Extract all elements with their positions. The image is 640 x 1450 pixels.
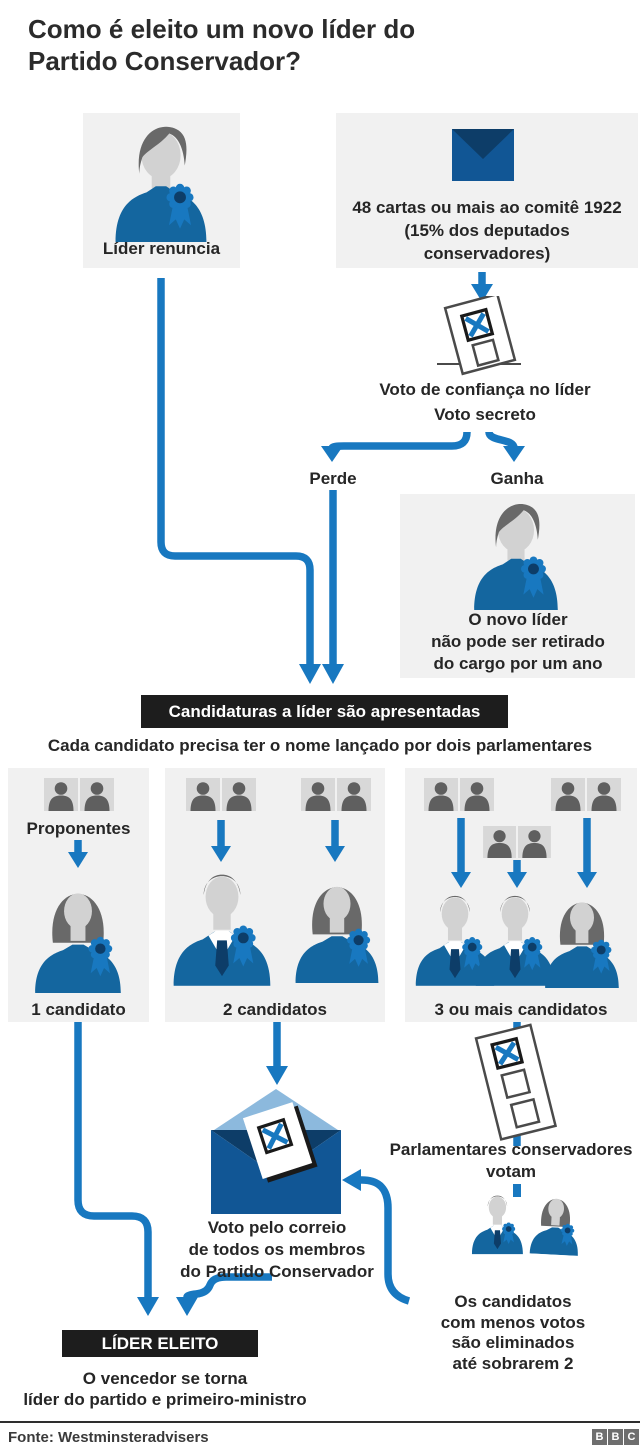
- page-title: Como é eleito um novo líder do Partido C…: [28, 14, 416, 76]
- arrowhead-win: [503, 446, 525, 462]
- arrowhead-two-to-postal: [266, 1066, 288, 1085]
- one-candidate-label: 1 candidato: [31, 1000, 126, 1019]
- resign-label: Líder renuncia: [102, 239, 221, 258]
- arrowhead-letters: [471, 284, 493, 302]
- arrow-remaining-to-postal: [358, 1176, 411, 1305]
- arrow-postal-to-elected: [183, 1273, 272, 1300]
- proponents-pair-icon: [301, 778, 371, 811]
- mps-vote-label: Parlamentares conservadores votam: [389, 1140, 633, 1182]
- arrowhead-proponents-two-a: [211, 846, 231, 862]
- arrowhead-proponents-two-b: [325, 846, 345, 862]
- arrowhead-proponents-three-b: [507, 872, 527, 888]
- arrowhead-one-to-elected: [137, 1297, 159, 1316]
- winner-label: O vencedor se torna líder do partido e p…: [23, 1369, 307, 1410]
- final-candidates-icon: [436, 1186, 590, 1278]
- lose-label: Perde: [309, 469, 357, 488]
- candidate-woman-icon: [22, 872, 134, 993]
- candidate-man-icon: [164, 860, 280, 986]
- proponents-pair-icon: [483, 826, 551, 858]
- bbc-logo-letter: B: [592, 1429, 607, 1445]
- arrowhead-proponents-three-c: [577, 872, 597, 888]
- candidate-woman-icon: [534, 884, 630, 988]
- elected-banner: LÍDER ELEITO: [62, 1330, 258, 1357]
- arrow-branch-win: [485, 430, 518, 450]
- secret-ballot-icon: [437, 296, 521, 376]
- arrowhead-remaining-to-postal: [342, 1169, 361, 1191]
- arrow-resign-to-candidacies: [157, 278, 314, 664]
- arrowhead-proponents-one: [68, 852, 88, 868]
- letters-envelope-icon: [452, 129, 514, 181]
- proponents-label: Proponentes: [26, 819, 131, 838]
- letters-label: 48 cartas ou mais ao comitê 1922 (15% do…: [352, 198, 622, 263]
- candidate-woman-icon: [283, 866, 391, 983]
- resigning-leader-icon: [99, 118, 223, 242]
- dash-mps-to-candidates: [513, 1184, 521, 1197]
- bbc-logo-letter: C: [624, 1429, 639, 1445]
- bbc-logo-letter: B: [608, 1429, 623, 1445]
- postal-vote-label: Voto pelo correio de todos os membros do…: [180, 1218, 374, 1281]
- postal-envelope-icon: [211, 1089, 341, 1214]
- two-candidates-label: 2 candidatos: [223, 1000, 327, 1019]
- new-leader-label: O novo líder não pode ser retirado do ca…: [431, 610, 605, 673]
- nomination-rule-label: Cada candidato precisa ter o nome lançad…: [47, 736, 593, 755]
- arrowhead-proponents-three-a: [451, 872, 471, 888]
- new-leader-icon: [459, 496, 573, 610]
- mp-ballot-icon: [474, 1023, 558, 1141]
- arrowhead-postal-to-elected: [176, 1297, 198, 1316]
- arrowhead-lose-down: [322, 664, 344, 684]
- footer-divider: [0, 1421, 640, 1423]
- win-label: Ganha: [490, 469, 544, 488]
- candidacies-banner: Candidaturas a líder são apresentadas: [141, 695, 508, 728]
- arrowhead-resign: [299, 664, 321, 684]
- proponents-pair-icon: [186, 778, 256, 811]
- proponents-pair-icon: [44, 778, 114, 811]
- arrow-branch-lose: [328, 431, 471, 451]
- proponents-pair-icon: [551, 778, 621, 811]
- arrow-one-to-elected: [74, 1022, 152, 1297]
- elimination-label: Os candidatos com menos votos são elimin…: [440, 1292, 586, 1373]
- confidence-vote-label: Voto de confiança no líder Voto secreto: [379, 380, 591, 424]
- source-credit: Fonte: Westminsteradvisers: [8, 1429, 209, 1446]
- proponents-pair-icon: [424, 778, 494, 811]
- three-candidates-label: 3 ou mais candidatos: [434, 1000, 608, 1019]
- arrowhead-lose: [321, 446, 343, 462]
